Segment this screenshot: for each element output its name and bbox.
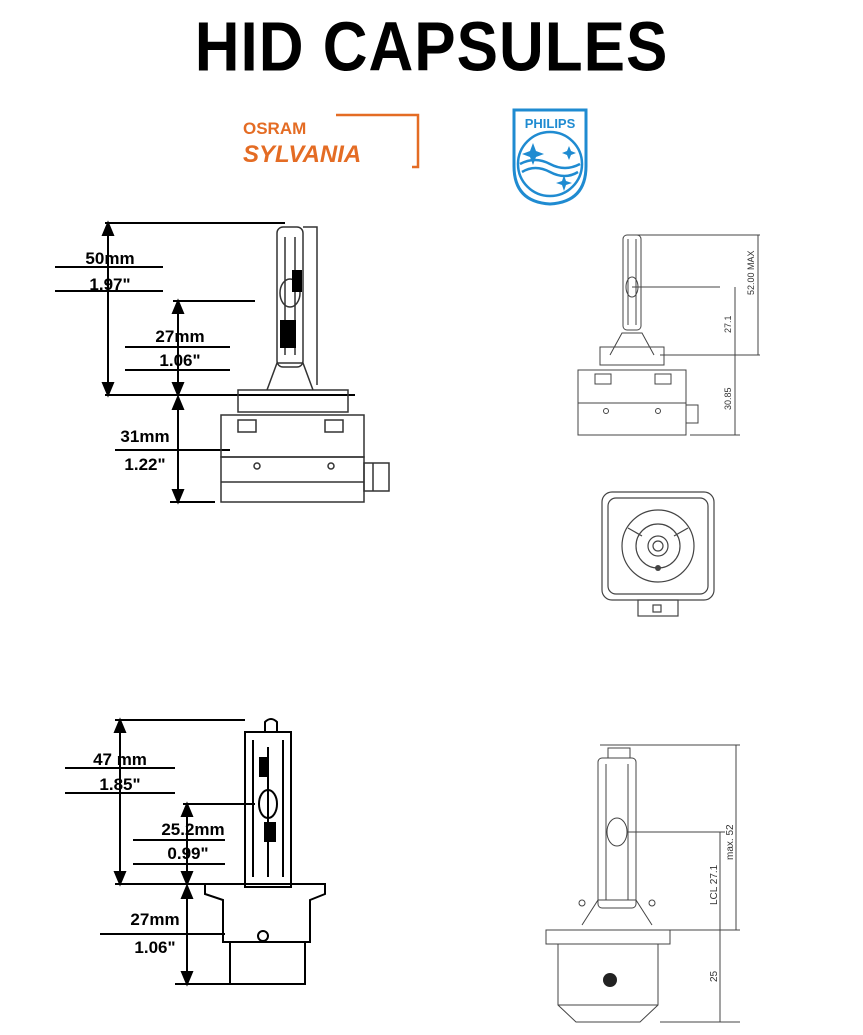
sylvania-text: SYLVANIA	[243, 141, 361, 168]
bottom-left-bulb-drawing	[65, 717, 326, 987]
bottom-right-diagram: max. 52 LCL 27.1 25	[540, 740, 750, 1030]
bottom-left-base-mm: 27mm	[130, 910, 180, 929]
top-right-bottom-view	[598, 488, 718, 618]
top-right-dim-base: 30.85	[723, 387, 733, 410]
page-title: HID CAPSULES	[194, 9, 669, 87]
top-right-dim-max: 52.00 MAX	[746, 250, 756, 295]
bottom-right-dim-lcl: LCL 27.1	[709, 864, 720, 905]
top-right-diagram: 52.00 MAX 27.1 30.85	[570, 225, 770, 440]
top-left-base-mm: 31mm	[120, 427, 170, 446]
bottom-right-dim-max: max. 52	[725, 824, 736, 860]
philips-logo: PHILIPS	[510, 106, 590, 206]
philips-shield-icon: PHILIPS	[512, 108, 588, 206]
bottom-left-total-inch: 1.85"	[99, 775, 141, 794]
osram-text: OSRAM	[243, 119, 306, 138]
top-left-diagram: 50mm 1.97" 27mm 1.06" 31mm 1.22"	[55, 215, 395, 510]
bottom-left-upper-mm: 25.2mm	[161, 820, 225, 839]
top-right-bulb-drawing: 52.00 MAX 27.1 30.85	[577, 234, 760, 436]
top-left-bulb-drawing	[55, 220, 390, 505]
philips-text: PHILIPS	[525, 116, 576, 131]
top-right-base-view-drawing	[601, 491, 715, 617]
bottom-left-base-inch: 1.06"	[134, 938, 176, 957]
bottom-left-total-mm: 47 mm	[93, 750, 147, 769]
osram-sylvania-logo-graphic: OSRAM SYLVANIA	[243, 113, 420, 169]
bottom-right-bulb-drawing: max. 52 LCL 27.1 25	[545, 744, 740, 1023]
top-left-total-inch: 1.97"	[89, 275, 131, 294]
bottom-left-upper-inch: 0.99"	[167, 844, 209, 863]
top-left-total-mm: 50mm	[85, 249, 135, 268]
top-right-dim-lcl: 27.1	[723, 315, 733, 333]
bottom-right-dim-base: 25	[709, 970, 720, 982]
osram-sylvania-logo: OSRAM SYLVANIA	[240, 112, 420, 172]
top-left-upper-mm: 27mm	[155, 327, 205, 346]
top-left-upper-inch: 1.06"	[159, 351, 201, 370]
top-left-base-inch: 1.22"	[124, 455, 166, 474]
bottom-left-diagram: 47 mm 1.85" 25.2mm 0.99" 27mm 1.06"	[65, 712, 335, 987]
